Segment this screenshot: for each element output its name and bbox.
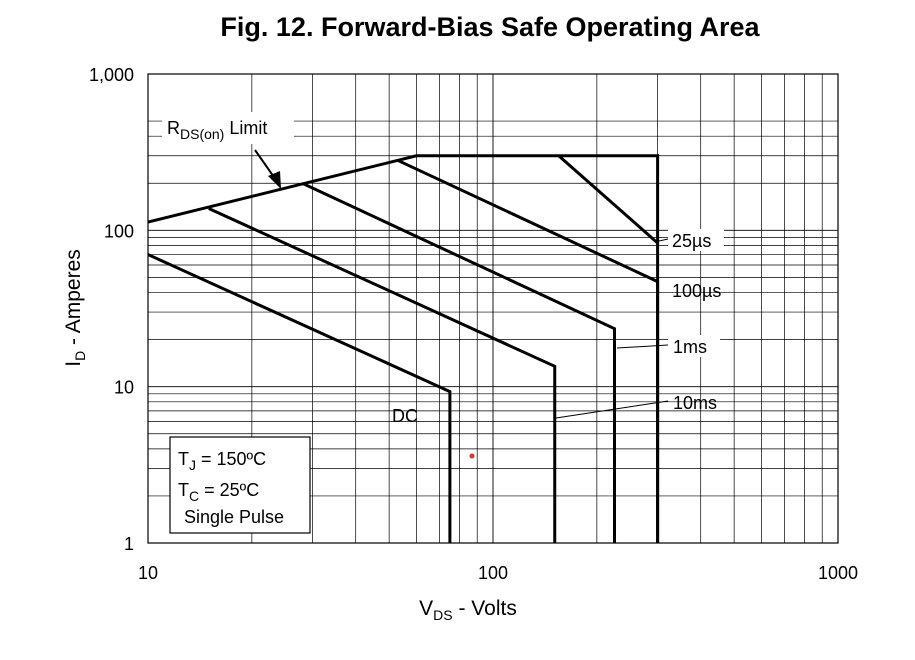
rds-limit-label: RDS(on) Limit [167,118,267,142]
x-axis-label-rest: - Volts [453,597,517,620]
x-tick-label: 1000 [818,563,858,583]
x-axis-label: VDS - Volts [419,597,517,623]
condition-tj: TJ = 150ºC [178,449,266,473]
conditions-box [169,436,311,534]
y-tick-label: 10 [114,378,134,398]
soa-curve-10ms [208,207,557,543]
tj-main: T [178,449,189,469]
y-tick-label: 100 [104,221,134,241]
tj-sub: J [189,457,196,473]
soa-curve-100us [397,159,660,543]
x-axis-label-sub: DS [433,607,452,623]
rds-label-rest: Limit [224,118,267,138]
rds-limit-line [147,154,417,224]
label-1ms-bg [668,335,720,357]
condition-tc: TC = 25ºC [178,480,259,504]
rds-label-sub: DS(on) [180,126,224,142]
rds-label-main: R [167,118,180,138]
y-axis-label: ID - Amperes [62,249,88,367]
soa-curve-1ms [301,181,617,543]
marker-dot [469,453,475,459]
chart-title: Fig. 12. Forward-Bias Safe Operating Are… [220,12,760,42]
plot-frame [147,73,839,544]
rds-arrow-head [268,171,281,189]
label-dc: DC [392,406,418,426]
label-1ms: 1ms [673,337,707,357]
leader-10ms [555,400,669,419]
tc-main: T [178,480,189,500]
x-tick-label: 100 [478,563,508,583]
y-tick-label: 1,000 [89,65,134,85]
rds-label-bg [162,112,294,144]
condition-pulse: Single Pulse [184,507,284,527]
leader-1ms [616,344,669,349]
y-axis-label-sub: D [72,351,88,361]
soa-curve-dc [147,253,452,543]
soa-curve-25us-diagonal [557,154,659,245]
y-tick-label: 1 [124,534,134,554]
y-axis-label-rest: - Amperes [62,249,85,351]
x-axis-label-main: V [419,597,433,620]
tc-rest: = 25ºC [199,480,259,500]
curve-layer [147,154,660,543]
soa-curve-25us-boundary [416,154,660,543]
tj-rest: = 150ºC [196,449,266,469]
label-100us: 100µs [672,281,721,301]
tc-sub: C [189,488,199,504]
x-tick-label: 10 [138,563,158,583]
label-10ms: 10ms [673,393,717,413]
leader-25us [658,238,669,242]
y-axis-label-main: I [62,361,85,367]
label-25us-bg [668,229,724,251]
label-25us: 25µs [672,231,711,251]
